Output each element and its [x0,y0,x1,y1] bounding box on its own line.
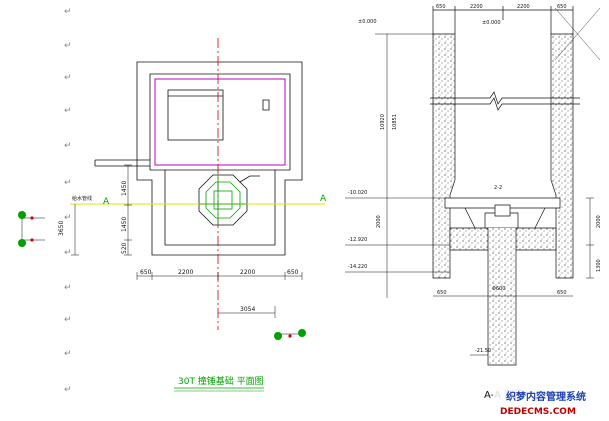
plan-inner-wall [149,73,291,171]
section-dim-left-1: 2000 [376,215,382,228]
plan-pit-wall [164,170,276,246]
plan-dim-bottom-1: 650 [140,269,152,276]
pipe-label: 给水管线 [72,195,92,202]
margin-marks: ↵ ↵ ↵ ↵ ↵ ↵ ↵ ↵ ↵ ↵ ↵ ↵ [64,7,72,395]
axis-bubbles-left [18,211,45,247]
section-level-1: -10.020 [348,190,367,196]
watermark-line2: DEDECMS.COM [500,407,576,417]
section-wall-right [550,33,574,279]
section-dim-right-1: 2000 [596,215,602,228]
section-mark-left: A [103,197,110,207]
section-vertical-dim-1: 10920 [380,114,386,130]
section-view [345,6,594,366]
section-level-3: -14.220 [348,264,367,270]
plan-octagon-outer [198,174,248,226]
section-dim-top-4: 650 [557,4,567,10]
margin-mark: ↵ [64,213,72,223]
margin-mark: ↵ [64,73,72,83]
plan-dim-bottom-4: 650 [287,269,299,276]
section-wall-left [432,33,456,279]
section-dim-bottom-2: 650 [557,290,567,296]
plan-dim-bottom-2: 2200 [178,269,193,276]
section-dim-right-2: 1300 [596,259,602,272]
plan-notch [262,99,270,111]
section-top-level: ±0.000 [358,19,377,25]
watermark-line1: 织梦内容管理系统 [506,390,586,403]
margin-mark: ↵ [64,315,72,325]
plan-dim-left-2: 1450 [121,217,128,232]
plan-dims-bottom [136,272,303,280]
plan-center-square [213,190,233,210]
margin-mark: ↵ [64,141,72,151]
margin-mark: ↵ [64,283,72,293]
section-level-4: -21.50 [475,348,491,354]
section-dim-top-2: 2200 [470,4,483,10]
plan-dim-bottom-3: 2200 [240,269,255,276]
axis-bubbles-bottom [274,329,306,340]
margin-mark: ↵ [64,385,72,395]
plan-anvil-block [167,89,224,141]
section-dim-top-3: 2200 [517,4,530,10]
margin-mark: ↵ [64,7,72,17]
plan-dims-left [71,164,132,256]
plan-outer-wall [136,61,303,256]
plan-pipe [94,159,150,167]
plan-dim-left-1: 1450 [121,181,128,196]
section-dim-top-1: 650 [436,4,446,10]
margin-mark: ↵ [64,41,72,51]
section-vertical-dim-2: 10851 [392,114,398,130]
plan-offset-dim [218,306,276,318]
margin-mark: ↵ [64,178,72,188]
plan-dim-left-3: 520 [121,242,128,254]
margin-mark: ↵ [64,106,72,116]
margin-mark: ↵ [64,248,72,258]
plan-dim-offset: 3054 [240,306,255,313]
plan-leader [239,175,260,183]
section-beam-label: 2-2 [494,185,502,191]
section-pile [487,228,517,366]
section-inner-level: ±0.000 [482,20,501,26]
section-level-2: -12.920 [348,237,367,243]
plan-magenta-outline [154,78,286,166]
section-pile-label: Φ600 [492,286,505,292]
section-dim-bottom-1: 650 [437,290,447,296]
section-mark-right: A [320,194,327,204]
margin-mark: ↵ [64,349,72,359]
section-beam [444,197,561,209]
plan-view [94,61,303,256]
plan-title: 30T 撞锤基础 平面图 [178,375,264,387]
plan-dim-left-total: 3650 [58,221,65,236]
plan-octagon-inner [205,181,241,219]
